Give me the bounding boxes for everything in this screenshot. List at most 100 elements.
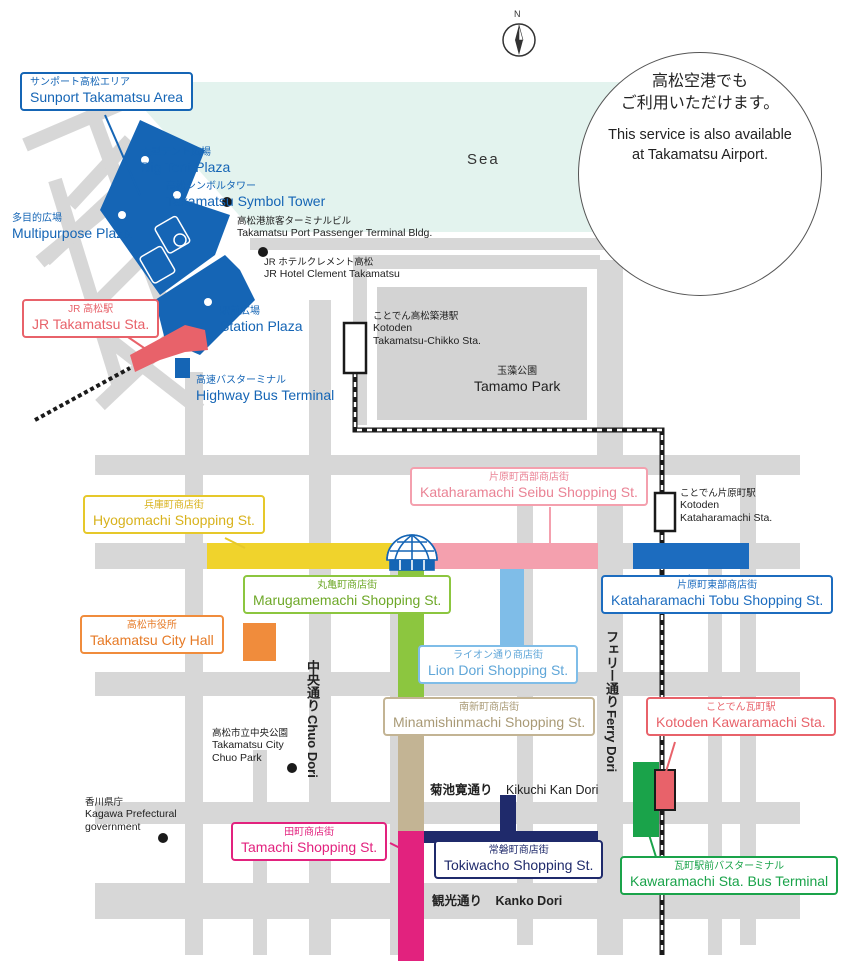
tamamo-park-ja: 玉藻公園 — [497, 366, 538, 377]
kataharamachi-sta-label: ことでん片原町駅 Kotoden Kataharamachi Sta. — [680, 488, 772, 525]
hyogomachi-bar — [207, 543, 417, 569]
kotoden-rail — [352, 372, 665, 955]
city-hall-label[interactable]: 高松市役所 Takamatsu City Hall — [80, 615, 224, 654]
prefectural-gov-en: Kagawa Prefectural government — [85, 808, 177, 833]
symbol-tower-label[interactable]: 高松シンボルタワー Takamatsu Symbol Tower — [166, 181, 325, 209]
sunport-pins — [118, 156, 212, 306]
ferry-dori-ja: フェリー通り — [603, 630, 619, 708]
big-tent-en: Big Tent Plaza — [141, 158, 231, 175]
ferry-dori-en: Ferry Dori — [603, 710, 619, 773]
hotel-clement-ja: JR ホテルクレメント高松 — [264, 257, 374, 268]
jr-station-ja: JR 高松駅 — [68, 304, 114, 315]
landmark-dots — [158, 197, 297, 843]
station-plaza-ja: 駅前広場 — [220, 306, 260, 317]
tamachi-label[interactable]: 田町商店街 Tamachi Shopping St. — [231, 822, 388, 861]
minamishinmachi-en: Minamishinmachi Shopping St. — [393, 713, 586, 730]
station-plaza-en: Station Plaza — [220, 317, 303, 334]
chuo-dori-en-label: Chuo Dori — [304, 715, 322, 782]
chuo-park-en: Takamatsu City Chuo Park — [212, 739, 284, 764]
highway-bus-label[interactable]: 高速バスターミナル Highway Bus Terminal — [196, 375, 334, 403]
sunport-area-label[interactable]: サンポート高松エリア Sunport Takamatsu Area — [20, 72, 194, 111]
minamishinmachi-ja: 南新町商店街 — [459, 702, 520, 713]
sea-label: Sea — [467, 151, 500, 168]
highway-bus-en: Highway Bus Terminal — [196, 386, 335, 403]
kataharamachi-seibu-ja: 片原町西部商店街 — [488, 472, 569, 483]
kataharamachi-seibu-en: Kataharamachi Seibu Shopping St. — [420, 483, 638, 500]
kawaramachi-sta-label[interactable]: ことでん瓦町駅 Kotoden Kawaramachi Sta. — [646, 697, 836, 736]
kataharamachi-seibu-bar — [430, 543, 598, 569]
tamachi-bar — [398, 831, 424, 961]
port-terminal-en: Takamatsu Port Passenger Terminal Bldg. — [237, 227, 433, 240]
hyogomachi-ja: 兵庫町商店街 — [143, 500, 204, 511]
lion-dori-label[interactable]: ライオン通り商店街 Lion Dori Shopping St. — [418, 645, 579, 684]
kataharamachi-sta-ja: ことでん片原町駅 — [680, 488, 756, 499]
airport-note-en: This service is also available at Takama… — [608, 127, 792, 163]
marugamemachi-en: Marugamemachi Shopping St. — [253, 591, 442, 608]
sunport-details — [139, 215, 191, 284]
jr-station-building — [130, 325, 208, 372]
city-hall-block — [243, 623, 276, 661]
port-terminal-label: 高松港旅客ターミナルビル Takamatsu Port Passenger Te… — [237, 216, 432, 240]
kanko-dori-ja: 観光通り — [432, 894, 483, 908]
kataharamachi-seibu-label[interactable]: 片原町西部商店街 Kataharamachi Seibu Shopping St… — [410, 467, 648, 506]
city-hall-ja: 高松市役所 — [126, 620, 177, 631]
dome-icon — [386, 534, 438, 571]
kawaramachi-bus-ja: 瓦町駅前バスターミナル — [674, 861, 785, 872]
big-tent-ja: 大型テント広場 — [141, 147, 211, 158]
kataharamachi-tobu-en: Kataharamachi Tobu Shopping St. — [611, 591, 824, 608]
chikko-sta-en: Kotoden Takamatsu-Chikko Sta. — [373, 322, 481, 347]
marugamemachi-label[interactable]: 丸亀町商店街 Marugamemachi Shopping St. — [243, 575, 452, 614]
airport-note-bubble: 高松空港でも ご利用いただけます。 This service is also a… — [578, 52, 822, 296]
jr-station-label[interactable]: JR 高松駅 JR Takamatsu Sta. — [22, 299, 160, 338]
kataharamachi-tobu-bar — [633, 543, 749, 569]
hyogomachi-en: Hyogomachi Shopping St. — [93, 511, 255, 528]
port-terminal-ja: 高松港旅客ターミナルビル — [237, 216, 352, 227]
tokiwacho-en: Tokiwacho Shopping St. — [444, 856, 594, 873]
tamamo-park-block — [377, 287, 587, 420]
tamamo-park-en: Tamamo Park — [474, 377, 561, 394]
jr-station-en: JR Takamatsu Sta. — [32, 315, 150, 332]
chuo-dori-en: Chuo Dori — [304, 715, 320, 778]
lion-dori-en: Lion Dori Shopping St. — [428, 661, 569, 678]
chuo-dori-ja: 中央通り — [304, 660, 320, 712]
tamamo-park-label: 玉藻公園 Tamamo Park — [474, 366, 560, 394]
kawaramachi-sta-box — [654, 769, 676, 811]
hotel-clement-label: JR ホテルクレメント高松 JR Hotel Clement Takamatsu — [264, 257, 400, 281]
chuo-park-label: 高松市立中央公園 Takamatsu City Chuo Park — [212, 728, 288, 765]
marugamemachi-ja: 丸亀町商店街 — [317, 580, 378, 591]
kanko-dori-label: 観光通り Kanko Dori — [432, 894, 562, 908]
kataharamachi-station-box — [653, 491, 677, 533]
multipurpose-label[interactable]: 多目的広場 Multipurpose Plaza — [12, 213, 131, 241]
compass-label: N — [514, 9, 521, 19]
kikuchi-kan-dori-en: Kikuchi Kan Dori — [506, 783, 599, 797]
ferry-dori-label: フェリー通り — [603, 630, 621, 712]
hotel-clement-en: JR Hotel Clement Takamatsu — [264, 268, 400, 281]
compass-icon — [502, 23, 536, 57]
airport-note-ja: 高松空港でも ご利用いただけます。 — [620, 73, 780, 112]
sunport-area-ja: サンポート高松エリア — [30, 77, 130, 88]
lion-dori-ja: ライオン通り商店街 — [453, 650, 544, 661]
tamachi-ja: 田町商店街 — [284, 827, 335, 838]
symbol-tower-ja: 高松シンボルタワー — [166, 181, 256, 192]
tokiwacho-bar-v — [500, 795, 516, 843]
kataharamachi-tobu-label[interactable]: 片原町東部商店街 Kataharamachi Tobu Shopping St. — [601, 575, 834, 614]
kawaramachi-sta-ja: ことでん瓦町駅 — [705, 702, 776, 713]
kataharamachi-tobu-ja: 片原町東部商店街 — [677, 580, 758, 591]
kawaramachi-bus-label[interactable]: 瓦町駅前バスターミナル Kawaramachi Sta. Bus Termina… — [620, 856, 839, 895]
kikuchi-kan-dori-label: 菊池寛通り Kikuchi Kan Dori — [430, 783, 598, 797]
symbol-tower-en: Takamatsu Symbol Tower — [166, 192, 326, 209]
tokiwacho-label[interactable]: 常磐町商店街 Tokiwacho Shopping St. — [434, 840, 604, 879]
city-hall-en: Takamatsu City Hall — [90, 631, 214, 648]
sunport-area-en: Sunport Takamatsu Area — [30, 88, 184, 105]
sea-area — [120, 82, 626, 232]
tamachi-en: Tamachi Shopping St. — [241, 838, 378, 855]
minamishinmachi-label[interactable]: 南新町商店街 Minamishinmachi Shopping St. — [383, 697, 596, 736]
station-plaza-label[interactable]: 駅前広場 Station Plaza — [220, 306, 303, 334]
prefectural-gov-ja: 香川県庁 — [85, 797, 124, 808]
prefectural-gov-label: 香川県庁 Kagawa Prefectural government — [85, 797, 177, 834]
kawaramachi-sta-en: Kotoden Kawaramachi Sta. — [656, 713, 826, 730]
hyogomachi-label[interactable]: 兵庫町商店街 Hyogomachi Shopping St. — [83, 495, 265, 534]
big-tent-label[interactable]: 大型テント広場 Big Tent Plaza — [141, 147, 230, 175]
chikko-sta-label: ことでん高松築港駅 Kotoden Takamatsu-Chikko Sta. — [373, 311, 481, 348]
multipurpose-ja: 多目的広場 — [12, 213, 62, 224]
